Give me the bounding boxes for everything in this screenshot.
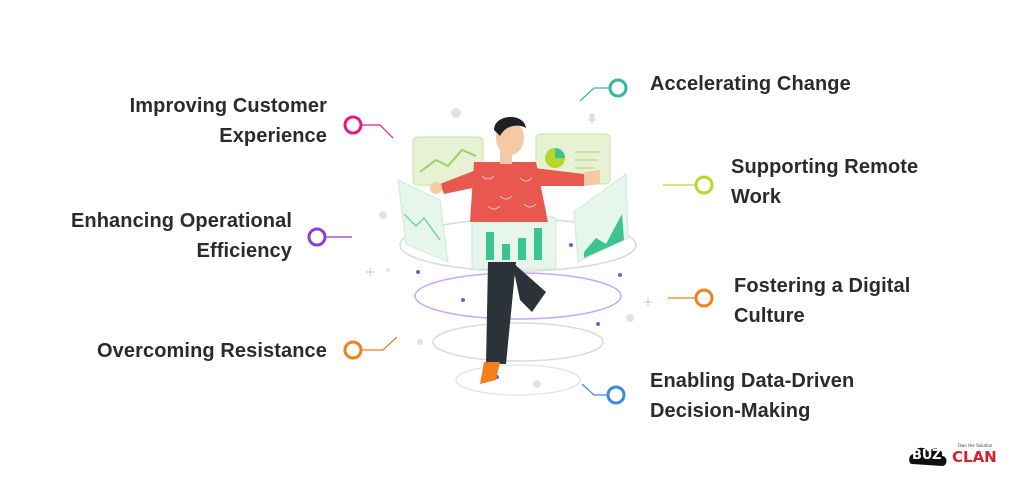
background-dots <box>379 108 634 388</box>
left-graph-panel <box>397 179 449 263</box>
label-supporting-remote-work: Supporting Remote Work <box>731 152 918 212</box>
label-line: Decision-Making <box>650 400 811 422</box>
person-illustration <box>430 116 600 384</box>
label-line: Enabling Data-Driven <box>650 370 855 392</box>
label-improving-customer-experience: Improving Customer Experience <box>130 91 327 151</box>
logo-cloud-icon <box>909 447 947 466</box>
label-line: Efficiency <box>196 240 292 262</box>
marker-remote-work-icon <box>694 175 714 195</box>
label-line: Improving Customer <box>129 95 327 117</box>
label-overcoming-resistance: Overcoming Resistance <box>97 336 327 366</box>
marker-accelerating-change-icon <box>608 78 628 98</box>
connector-lines <box>326 87 696 396</box>
logo-text-clan: CLAN <box>952 448 997 466</box>
marker-data-driven-icon <box>606 385 626 405</box>
marker-operational-efficiency-icon <box>307 227 327 247</box>
logo-tagline: Own the Solution <box>958 443 993 448</box>
label-line: Supporting Remote <box>731 156 919 178</box>
sparkles <box>366 116 652 306</box>
marker-rings <box>307 78 714 405</box>
logo-text-bu: BU <box>912 448 933 463</box>
label-line: Enhancing Operational <box>70 210 292 232</box>
label-line: Experience <box>219 125 327 147</box>
label-enabling-data-driven-decision-making: Enabling Data-Driven Decision-Making <box>650 366 854 426</box>
label-line: Fostering a Digital <box>734 275 911 297</box>
label-line: Work <box>731 186 782 208</box>
bar-chart-panel <box>471 216 557 270</box>
label-enhancing-operational-efficiency: Enhancing Operational Efficiency <box>71 206 292 266</box>
label-line: Overcoming Resistance <box>97 340 327 362</box>
marker-overcoming-resistance-icon <box>343 340 363 360</box>
label-line: Accelerating Change <box>650 73 851 95</box>
label-line: Culture <box>734 305 805 327</box>
label-fostering-digital-culture: Fostering a Digital Culture <box>734 271 910 331</box>
marker-customer-experience-icon <box>343 115 363 135</box>
logo-text-z: Z <box>932 448 942 463</box>
buzzclan-logo: BU Z CLAN Own the Solution <box>908 440 1008 472</box>
marker-digital-culture-icon <box>694 288 714 308</box>
label-accelerating-change: Accelerating Change <box>650 69 851 99</box>
